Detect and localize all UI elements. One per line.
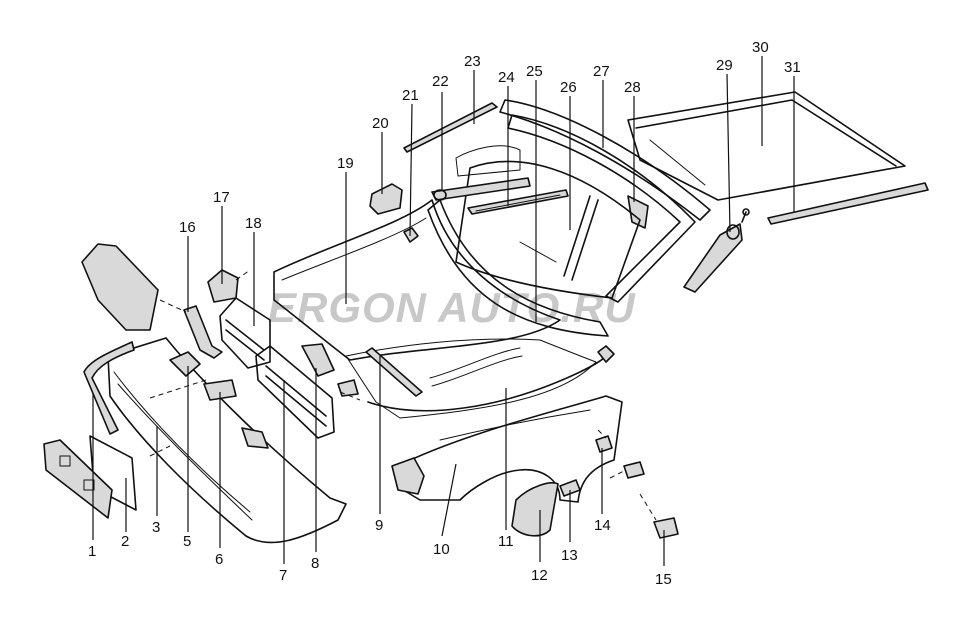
watermark-text: ERGON AUTO.RU: [268, 284, 636, 331]
callout-14: 14: [594, 517, 611, 534]
part-front-fender: [399, 395, 623, 503]
part-roof-panel: [627, 91, 906, 201]
callout-30: 30: [752, 39, 769, 56]
callout-26: 26: [560, 79, 577, 96]
part-bumper-bracket-5: [169, 351, 201, 377]
part-roof-drip-molding: [767, 182, 929, 225]
callout-31: 31: [784, 59, 801, 76]
part-support-bracket-16: [183, 305, 223, 359]
part-bumper-bracket-6: [203, 379, 237, 401]
part-hood-inner-panel: [345, 338, 597, 419]
callout-leaders: [92, 56, 795, 566]
assembly-guide-lines: [149, 269, 657, 521]
callout-labels: 1 2 3 5 6 7 8 9 10 11 12 13 14 15 16 17 …: [88, 39, 801, 588]
callout-15: 15: [655, 571, 672, 588]
part-side-marker-lamp: [595, 435, 645, 479]
callout-25: 25: [526, 63, 543, 80]
callout-19: 19: [337, 155, 354, 172]
callout-10: 10: [433, 541, 450, 558]
part-hood-prop: [365, 347, 423, 397]
callout-6: 6: [215, 551, 223, 568]
callout-28: 28: [624, 79, 641, 96]
part-front-bumper: [107, 337, 347, 544]
callout-9: 9: [375, 517, 383, 534]
callout-17: 17: [213, 189, 230, 206]
part-windshield-glass: [455, 160, 641, 299]
callout-20: 20: [372, 115, 389, 132]
part-pillar-strut: [683, 208, 750, 293]
callout-22: 22: [432, 73, 449, 90]
part-bumper-corner-molding: [83, 341, 135, 435]
callout-21: 21: [402, 87, 419, 104]
callout-16: 16: [179, 219, 196, 236]
callout-5: 5: [183, 533, 191, 550]
part-fender-clip: [559, 479, 581, 497]
callout-3: 3: [152, 519, 160, 536]
callout-24: 24: [498, 69, 515, 86]
part-clip-small: [241, 379, 359, 449]
part-hood-seal: [367, 345, 615, 412]
callout-7: 7: [279, 567, 287, 584]
part-wiper-blade-upper: [403, 102, 498, 153]
part-headlamp-assembly: [81, 243, 159, 331]
callout-27: 27: [593, 63, 610, 80]
part-wiper-blade: [467, 189, 569, 215]
callout-8: 8: [311, 555, 319, 572]
part-mud-flap: [511, 482, 559, 537]
part-fender-bracket: [391, 457, 425, 495]
callout-2: 2: [121, 533, 129, 550]
part-lower-grille: [43, 439, 113, 519]
part-headlamp-bracket: [301, 343, 335, 377]
part-hood-hinge: [369, 183, 403, 215]
part-hood: [273, 199, 561, 361]
part-radiator-grille: [219, 297, 271, 369]
part-hood-latch-striker: [403, 227, 419, 243]
callout-12: 12: [531, 567, 548, 584]
callout-29: 29: [716, 57, 733, 74]
part-small-bracket: [653, 517, 679, 539]
callout-1: 1: [88, 543, 96, 560]
callout-18: 18: [245, 215, 262, 232]
part-support-bracket-17: [207, 269, 239, 303]
callout-11: 11: [498, 533, 514, 550]
callout-13: 13: [561, 547, 578, 564]
part-wiper-arm: [431, 177, 531, 201]
part-cowl-panel: [427, 145, 609, 337]
callout-23: 23: [464, 53, 481, 70]
